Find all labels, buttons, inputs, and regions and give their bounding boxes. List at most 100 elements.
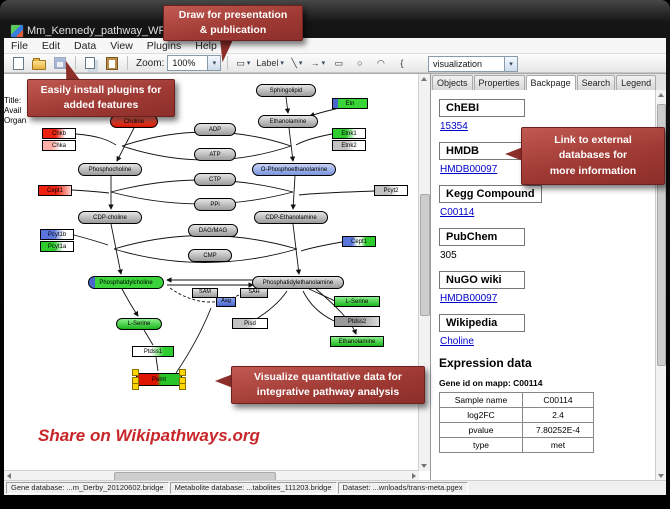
node-ptdss2[interactable]: Ptdss2: [334, 316, 380, 327]
scroll-down-button[interactable]: [419, 461, 429, 471]
open-button[interactable]: [30, 54, 48, 72]
node-pemt[interactable]: Pemt: [136, 373, 182, 386]
node-l-serine-left[interactable]: L-Serine: [116, 318, 162, 330]
node-ethanolamine[interactable]: Ethanolamine: [258, 115, 318, 128]
node-etn[interactable]: Etn: [332, 98, 368, 109]
node-pcyt1b[interactable]: Pcyt1b: [40, 229, 74, 240]
titlebar[interactable]: Mm_Kennedy_pathway_WP1771_45176.gpml: [0, 0, 670, 38]
table-cell: C00114: [522, 392, 594, 408]
node-o-phosphoethanolamine[interactable]: O-Phosphoethanolamine: [252, 163, 336, 176]
node-cept1-right[interactable]: Cept1: [342, 236, 376, 247]
tab-properties[interactable]: Properties: [473, 75, 525, 90]
paste-button[interactable]: [103, 54, 121, 72]
scroll-right-button[interactable]: [409, 471, 419, 481]
node-phosphatidylcholine[interactable]: Phosphatidylcholine: [88, 276, 164, 289]
node-ptdss1[interactable]: Ptdss1: [132, 346, 174, 357]
callout-text: more information: [549, 164, 637, 177]
node-chka[interactable]: Chka: [42, 140, 76, 151]
ellipse-tool-button[interactable]: ○: [351, 54, 369, 72]
selection-handle[interactable]: [179, 383, 186, 390]
menu-view[interactable]: View: [110, 39, 133, 52]
kegg-link[interactable]: C00114: [440, 207, 475, 218]
tab-legend[interactable]: Legend: [616, 75, 657, 90]
selection-handle[interactable]: [132, 377, 139, 384]
node-aag[interactable]: Aag: [216, 297, 236, 307]
menu-plugins[interactable]: Plugins: [146, 39, 182, 52]
canvas-vertical-scrollbar[interactable]: [418, 74, 430, 471]
chevron-down-icon[interactable]: ▾: [504, 57, 517, 71]
node-chkb[interactable]: Chkb: [42, 128, 76, 139]
visualization-value: visualization: [433, 59, 483, 69]
ellipse-tool-icon: ○: [357, 58, 363, 68]
connector-tool-button[interactable]: →▾: [309, 54, 327, 72]
copy-button[interactable]: [82, 54, 100, 72]
node-l-serine-right[interactable]: L-Serine: [334, 296, 380, 307]
selection-handle[interactable]: [179, 369, 186, 376]
node-pcyt1a[interactable]: Pcyt1a: [40, 241, 74, 252]
node-atp[interactable]: ATP: [194, 148, 236, 161]
node-ethanolamine-green[interactable]: Ethanolamine: [330, 336, 384, 347]
pathway-canvas[interactable]: Title: Avail Organ Sphingolipid Etn Chol…: [4, 73, 430, 482]
scroll-down-button[interactable]: [656, 471, 666, 481]
pathway-drawing[interactable]: Title: Avail Organ Sphingolipid Etn Chol…: [4, 74, 419, 471]
tab-objects[interactable]: Objects: [432, 75, 473, 90]
toolbar: Zoom: 100% ▾ ▭▾ Label▾ ╲▾ →▾ ▭ ○ ◠ { vis…: [4, 54, 666, 73]
new-file-button[interactable]: [9, 54, 27, 72]
node-cdp-ethanolamine[interactable]: CDP-Ethanolamine: [254, 211, 328, 224]
scroll-left-button[interactable]: [4, 471, 14, 481]
label-tool-button[interactable]: Label▾: [255, 54, 285, 72]
selection-handle[interactable]: [132, 369, 139, 376]
node-sah[interactable]: SAH: [240, 288, 268, 298]
chevron-down-icon[interactable]: ▾: [207, 56, 221, 70]
node-sam[interactable]: SAM: [192, 288, 218, 298]
connector-tool-icon: →: [310, 58, 320, 68]
callout-pointer: [215, 374, 233, 388]
visualization-combobox[interactable]: visualization ▾: [428, 56, 518, 72]
chebi-link[interactable]: 15354: [440, 121, 468, 132]
menu-edit[interactable]: Edit: [41, 39, 61, 52]
node-cmp[interactable]: CMP: [188, 249, 232, 262]
node-etnk2[interactable]: Etnk2: [332, 140, 366, 151]
hmdb-link[interactable]: HMDB00097: [440, 164, 498, 175]
nugo-link[interactable]: HMDB00097: [440, 293, 498, 304]
gene-product-tool-button[interactable]: ▭▾: [234, 54, 252, 72]
node-ppi[interactable]: PPi: [194, 198, 236, 211]
node-pisd[interactable]: Pisd: [232, 318, 268, 329]
node-ctp[interactable]: CTP: [194, 173, 236, 186]
copy-icon: [84, 57, 95, 69]
tab-backpage[interactable]: Backpage: [525, 75, 576, 91]
tab-search[interactable]: Search: [576, 75, 616, 90]
scroll-up-button[interactable]: [656, 90, 666, 100]
sidebar-scroll-thumb[interactable]: [657, 104, 666, 366]
node-cept1-left[interactable]: Cept1: [38, 185, 72, 196]
node-adp[interactable]: ADP: [194, 123, 236, 136]
arc-tool-button[interactable]: ◠: [372, 54, 390, 72]
menu-file[interactable]: File: [11, 39, 28, 52]
sidebar-scrollbar[interactable]: [655, 90, 666, 481]
vertical-scroll-thumb[interactable]: [420, 194, 430, 316]
toolbar-separator: [227, 56, 229, 70]
node-sphingolipid[interactable]: Sphingolipid: [256, 84, 316, 97]
node-cdp-choline[interactable]: CDP-choline: [78, 211, 142, 224]
section-header: ChEBI: [439, 99, 525, 117]
node-etnk1[interactable]: Etnk1: [332, 128, 366, 139]
app-icon: [10, 24, 24, 38]
menu-help[interactable]: Help: [195, 39, 217, 52]
brace-tool-button[interactable]: {: [393, 54, 411, 72]
node-dag-mag[interactable]: DAG/MAG: [188, 224, 238, 237]
node-pemt-selected[interactable]: Pemt: [132, 369, 186, 390]
section-header: PubChem: [439, 228, 525, 246]
section-header: Wikipedia: [439, 314, 525, 332]
backpage-section-wikipedia: Wikipedia Choline: [439, 313, 656, 347]
rectangle-tool-button[interactable]: ▭: [330, 54, 348, 72]
selection-handle[interactable]: [179, 377, 186, 384]
zoom-combobox[interactable]: 100% ▾: [167, 55, 222, 71]
wikipedia-link[interactable]: Choline: [440, 336, 474, 347]
node-pcyt2[interactable]: Pcyt2: [374, 185, 408, 196]
menu-data[interactable]: Data: [74, 39, 97, 52]
selection-handle[interactable]: [132, 383, 139, 390]
node-phosphocholine[interactable]: Phosphocholine: [78, 163, 142, 176]
scroll-up-button[interactable]: [419, 74, 429, 84]
line-tool-button[interactable]: ╲▾: [288, 54, 306, 72]
save-button[interactable]: [51, 54, 69, 72]
